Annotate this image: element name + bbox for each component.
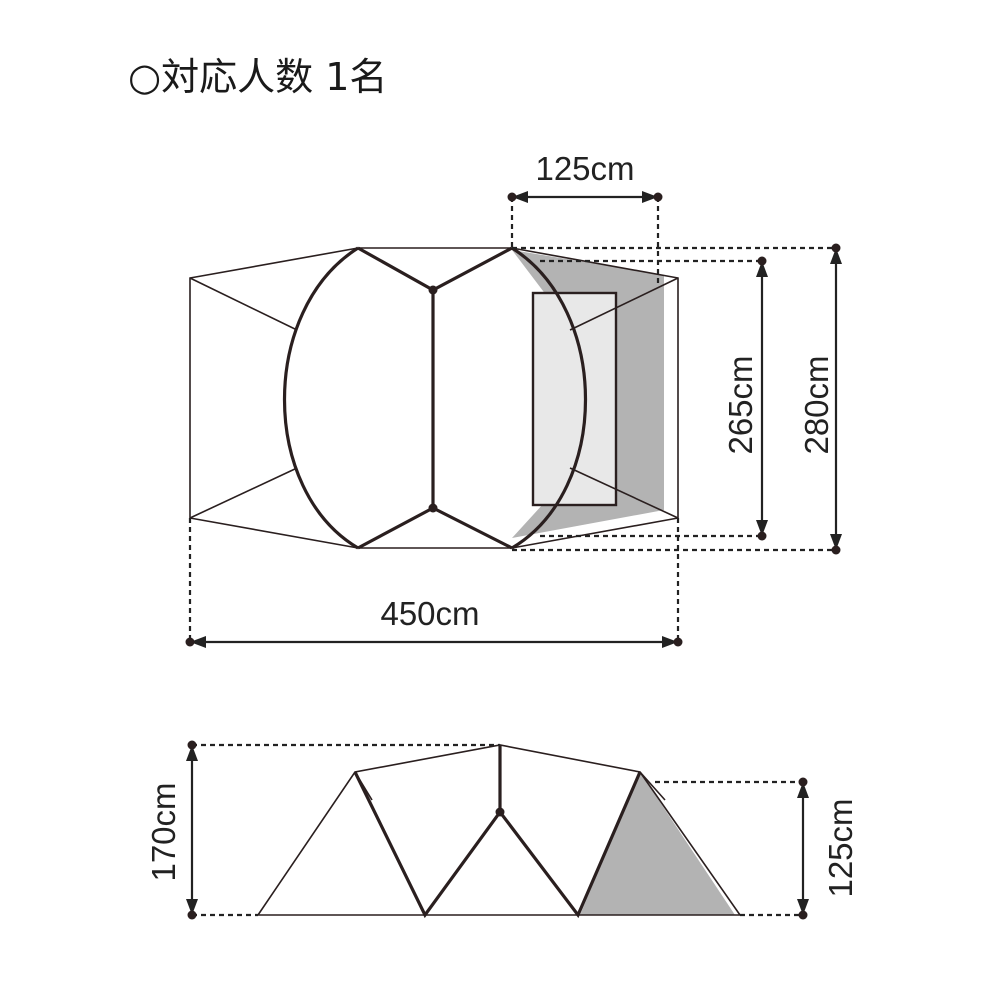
outer-depth-label: 280cm — [798, 355, 835, 454]
guy-line — [189, 277, 298, 331]
side-vestibule-shade — [580, 772, 735, 915]
total-width-label: 450cm — [380, 595, 479, 632]
top-view: 125cm 450cm 265cm 280cm — [185, 150, 842, 648]
guy-line — [639, 771, 666, 801]
height-label: 170cm — [145, 782, 182, 881]
guy-line — [569, 277, 679, 331]
side-view: 170cm 125cm — [145, 740, 859, 920]
pole-hub — [428, 285, 438, 295]
left-pole-arc — [283, 246, 359, 550]
pole-hub — [495, 807, 505, 817]
pole-hub — [428, 503, 438, 513]
capacity-title: ○対応人数 1名 — [128, 55, 388, 99]
inner-tent-door — [531, 291, 618, 507]
guy-line — [189, 467, 298, 519]
vestibule-height-label: 125cm — [822, 798, 859, 897]
guy-line — [569, 467, 679, 519]
inner-depth-label: 265cm — [722, 355, 759, 454]
right-pole-arc — [511, 246, 587, 550]
vestibule-width-label: 125cm — [535, 150, 634, 187]
